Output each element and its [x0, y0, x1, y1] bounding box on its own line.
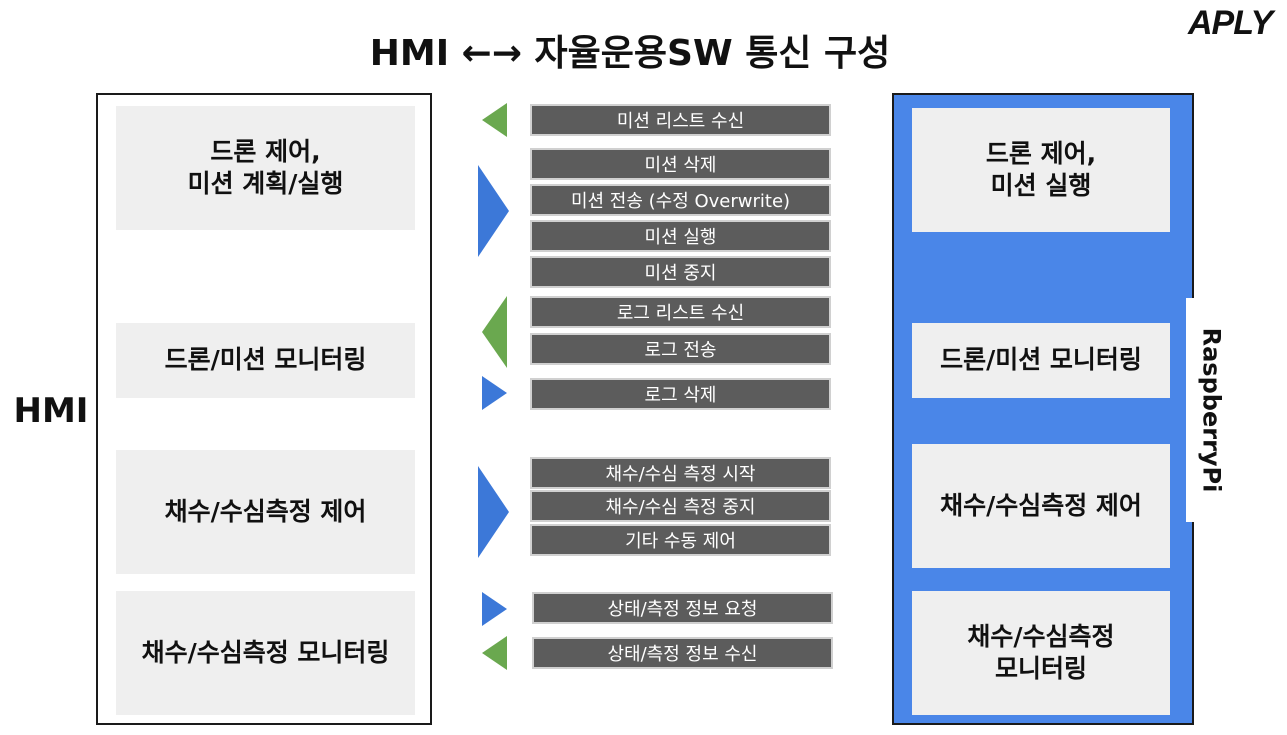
msg-mission-run: 미션 실행 [530, 220, 831, 252]
msg-status-receive: 상태/측정 정보 수신 [532, 637, 833, 669]
hmi-box-sampling-control: 채수/수심측정 제어 [116, 450, 415, 574]
rpi-box-drone-monitoring: 드론/미션 모니터링 [912, 323, 1170, 398]
arrow-left-green-mission-list [482, 103, 507, 137]
msg-mission-send: 미션 전송 (수정 Overwrite) [530, 184, 831, 216]
msg-mission-stop: 미션 중지 [530, 256, 831, 288]
arrow-right-blue-sampling-control [478, 466, 509, 558]
rpi-box-sampling-monitoring: 채수/수심측정 모니터링 [912, 591, 1170, 715]
msg-sampling-start: 채수/수심 측정 시작 [530, 457, 831, 489]
msg-log-delete: 로그 삭제 [530, 378, 831, 410]
msg-log-list-receive: 로그 리스트 수신 [530, 296, 831, 328]
arrow-left-green-status-receive [482, 636, 507, 670]
hmi-box-drone-control: 드론 제어, 미션 계획/실행 [116, 106, 415, 230]
arrow-left-green-log [482, 296, 507, 368]
msg-mission-list-receive: 미션 리스트 수신 [530, 104, 831, 136]
rpi-box-sampling-control: 채수/수심측정 제어 [912, 444, 1170, 568]
msg-manual-control: 기타 수동 제어 [530, 524, 831, 556]
logo-text: APLY [1187, 4, 1276, 42]
msg-log-send: 로그 전송 [530, 333, 831, 365]
hmi-box-drone-monitoring: 드론/미션 모니터링 [116, 323, 415, 398]
hmi-label: HMI [8, 386, 94, 436]
raspberrypi-label: RaspberryPi [1186, 298, 1236, 522]
msg-sampling-stop: 채수/수심 측정 중지 [530, 490, 831, 522]
rpi-box-drone-control: 드론 제어, 미션 실행 [912, 108, 1170, 232]
aply-logo: APLY [1187, 4, 1277, 42]
hmi-box-sampling-monitoring: 채수/수심측정 모니터링 [116, 591, 415, 715]
raspberrypi-label-tab [1186, 298, 1236, 522]
arrow-right-blue-mission-commands [478, 165, 509, 257]
page-title: HMI ←→ 자율운용SW 통신 구성 [369, 33, 891, 74]
msg-mission-delete: 미션 삭제 [530, 148, 831, 180]
msg-status-request: 상태/측정 정보 요청 [532, 592, 833, 624]
arrow-right-blue-log-delete [482, 376, 507, 410]
raspberrypi-label-text: RaspberryPi [1197, 327, 1226, 493]
arrow-right-blue-status-request [482, 592, 507, 626]
